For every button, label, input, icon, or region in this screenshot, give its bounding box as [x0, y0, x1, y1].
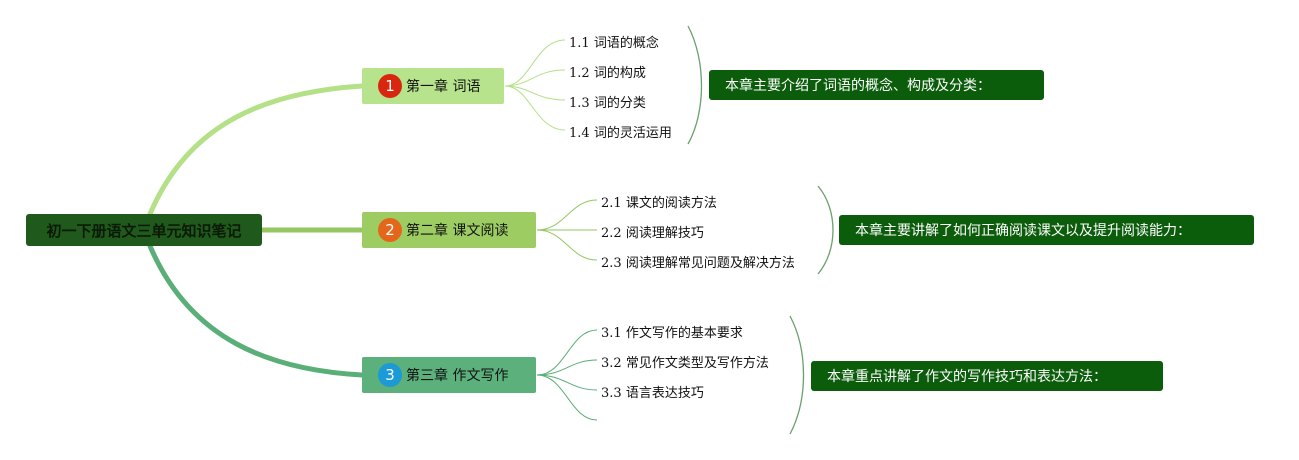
subtopic-2-3[interactable]: 2.3 阅读理解常见问题及解决方法 [601, 252, 795, 271]
chapter-3-summary-text: 本章重点讲解了作文的写作技巧和表达方法： [827, 369, 1107, 385]
chapter-2-number-badge: 2 [378, 218, 402, 242]
subtopic-3-1-label: 作文写作的基本要求 [625, 326, 743, 341]
summary-brace-3 [789, 315, 805, 435]
chapter-3-node[interactable]: 3 第三章 作文写作 [362, 357, 536, 393]
subtopic-1-3-number: 1.3 [569, 96, 590, 111]
branch-2-1 [536, 199, 598, 231]
subtopic-2-3-label: 阅读理解常见问题及解决方法 [625, 256, 795, 271]
subtopic-1-1-label: 词语的概念 [593, 36, 659, 51]
subtopic-1-1-number: 1.1 [569, 36, 590, 51]
branch-3-4 [536, 374, 598, 421]
subtopic-3-3-number: 3.3 [601, 386, 622, 401]
subtopic-2-3-number: 2.3 [601, 256, 622, 271]
chapter-1-title: 第一章 词语 [406, 79, 481, 95]
branch-1-4 [504, 85, 566, 131]
subtopic-3-3-label: 语言表达技巧 [625, 386, 704, 401]
chapter-3-title: 第三章 作文写作 [406, 368, 509, 384]
subtopic-2-1[interactable]: 2.1 课文的阅读方法 [601, 192, 717, 211]
subtopic-1-4[interactable]: 1.4 词的灵活运用 [569, 122, 672, 141]
subtopic-3-1-number: 3.1 [601, 326, 622, 341]
subtopic-1-3-label: 词的分类 [593, 96, 646, 111]
branch-2-3 [536, 229, 598, 261]
chapter-2-title: 第二章 课文阅读 [406, 223, 509, 239]
subtopic-1-4-label: 词的灵活运用 [593, 126, 672, 141]
subtopic-2-1-label: 课文的阅读方法 [625, 196, 717, 211]
chapter-1-number-badge: 1 [378, 74, 402, 98]
subtopic-1-2-number: 1.2 [569, 66, 590, 81]
root-topic[interactable]: 初一下册语文三单元知识笔记 [26, 214, 262, 246]
chapter-1-summary[interactable]: 本章主要介绍了词语的概念、构成及分类： [709, 70, 1044, 100]
subtopic-3-2-number: 3.2 [601, 356, 622, 371]
branch-1-3 [504, 85, 566, 101]
chapter-2-summary-text: 本章主要讲解了如何正确阅读课文以及提升阅读能力： [855, 223, 1191, 239]
summary-brace-1 [687, 25, 703, 145]
subtopic-3-2-label: 常见作文类型及写作方法 [625, 356, 769, 371]
root-topic-label: 初一下册语文三单元知识笔记 [46, 221, 242, 240]
subtopic-2-2-number: 2.2 [601, 226, 622, 241]
subtopic-2-2-label: 阅读理解技巧 [625, 226, 704, 241]
subtopic-1-2-label: 词的构成 [593, 66, 646, 81]
chapter-3-number-badge: 3 [378, 363, 402, 387]
chapter-1-summary-text: 本章主要介绍了词语的概念、构成及分类： [725, 78, 991, 94]
summary-brace-2 [817, 185, 834, 275]
chapter-3-summary[interactable]: 本章重点讲解了作文的写作技巧和表达方法： [811, 361, 1163, 391]
subtopic-1-2[interactable]: 1.2 词的构成 [569, 62, 646, 81]
branch-1-1 [504, 39, 566, 87]
branch-3-2 [536, 359, 598, 376]
branch-1-2 [504, 69, 566, 87]
subtopic-3-3[interactable]: 3.3 语言表达技巧 [601, 382, 704, 401]
link-root-ch3 [147, 243, 365, 378]
branch-3-3 [536, 374, 598, 391]
chapter-2-node[interactable]: 2 第二章 课文阅读 [362, 212, 536, 248]
subtopic-2-1-number: 2.1 [601, 196, 622, 211]
subtopic-2-2[interactable]: 2.2 阅读理解技巧 [601, 222, 704, 241]
subtopic-1-4-number: 1.4 [569, 126, 590, 141]
subtopic-1-1[interactable]: 1.1 词语的概念 [569, 32, 659, 51]
chapter-1-node[interactable]: 1 第一章 词语 [362, 68, 504, 104]
subtopic-1-3[interactable]: 1.3 词的分类 [569, 92, 646, 111]
chapter-2-summary[interactable]: 本章主要讲解了如何正确阅读课文以及提升阅读能力： [839, 215, 1254, 245]
subtopic-3-1[interactable]: 3.1 作文写作的基本要求 [601, 322, 743, 341]
link-root-ch1 [147, 83, 365, 217]
subtopic-3-2[interactable]: 3.2 常见作文类型及写作方法 [601, 352, 769, 371]
branch-3-1 [536, 329, 598, 376]
